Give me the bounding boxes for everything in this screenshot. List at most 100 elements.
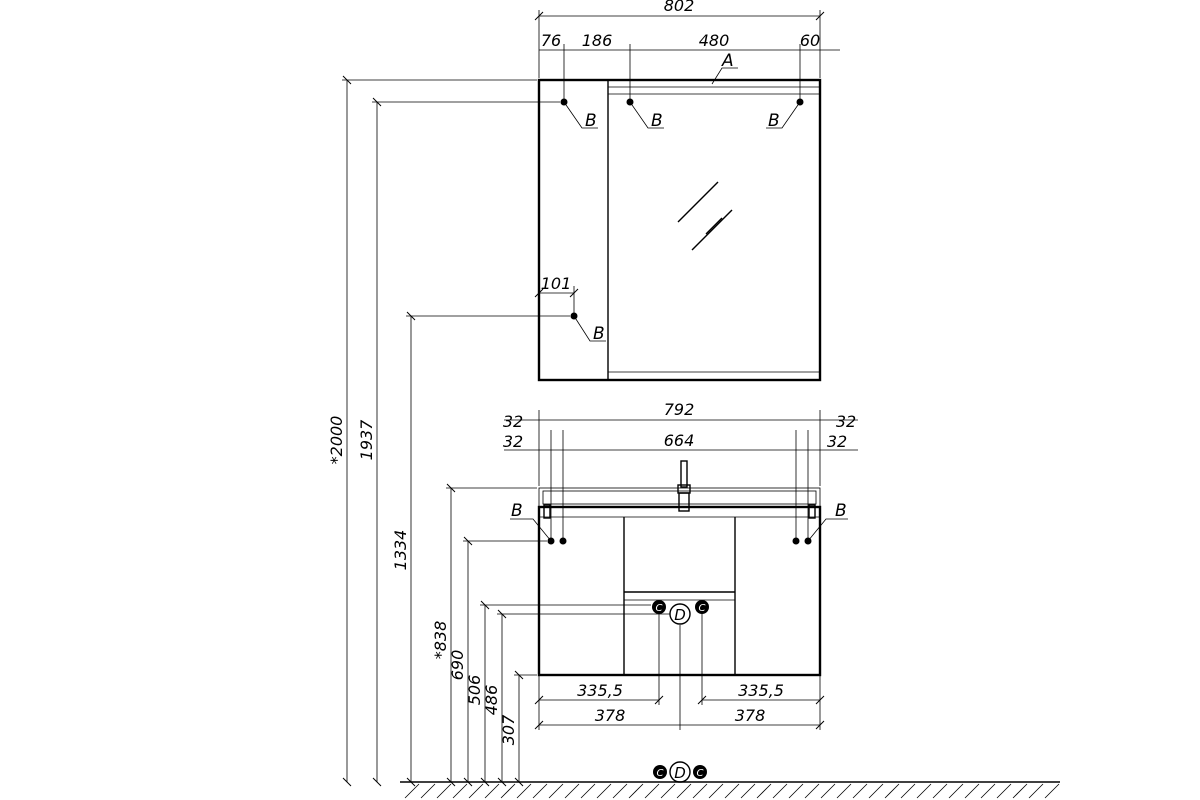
dim-2000: *2000 — [327, 416, 346, 465]
leader-b — [563, 101, 598, 129]
hatch-stroke — [820, 783, 836, 799]
hatch-stroke — [516, 783, 532, 799]
dim-690: 690 — [448, 650, 467, 681]
mirror-glare-1 — [677, 181, 719, 223]
dim-378: 378 — [735, 706, 766, 725]
mirror-glare-3 — [705, 217, 723, 235]
dim-792: 792 — [664, 400, 695, 419]
hatch-stroke — [452, 783, 468, 799]
hatch-stroke — [468, 783, 484, 799]
leader-b — [766, 101, 801, 129]
hatch-stroke — [980, 783, 996, 799]
svg-text:C: C — [656, 603, 663, 614]
label-b: B — [651, 111, 663, 131]
dim-60: 60 — [800, 31, 820, 50]
hatch-stroke — [628, 783, 644, 799]
dim-335-5: 335,5 — [577, 681, 623, 700]
hatch-stroke — [836, 783, 852, 799]
faucet-base — [678, 492, 690, 512]
hatch-stroke — [580, 783, 596, 799]
water-inlet-c: C — [652, 600, 666, 614]
leader-b — [629, 101, 664, 129]
faucet-body — [677, 484, 691, 494]
dim-186: 186 — [582, 31, 613, 50]
dim-32: 32 — [827, 432, 847, 451]
hatch-stroke — [660, 783, 676, 799]
hatch-stroke — [996, 783, 1012, 799]
floor-water-inlet-c: C — [693, 765, 707, 779]
dim-1937: 1937 — [357, 419, 376, 461]
hatch-stroke — [596, 783, 612, 799]
leader-b — [807, 518, 848, 542]
cabinet-outline — [537, 78, 822, 382]
cabinet-dimensions: 802 76 186 480 60 101 — [534, 0, 840, 314]
label-b: B — [768, 111, 780, 131]
water-inlet-c: C — [695, 600, 709, 614]
dim-802: 802 — [664, 0, 695, 15]
dim-378: 378 — [595, 706, 626, 725]
dim-32: 32 — [503, 432, 523, 451]
svg-text:C: C — [657, 768, 664, 779]
hatch-stroke — [420, 783, 436, 799]
dim-486: 486 — [482, 685, 501, 716]
dim-76: 76 — [541, 31, 561, 50]
label-a: A — [721, 51, 734, 71]
hatch-stroke — [884, 783, 900, 799]
hatch-stroke — [692, 783, 708, 799]
mirror-glare-2 — [691, 209, 733, 251]
label-b: B — [835, 501, 847, 521]
mount-point-b — [559, 537, 567, 545]
hatch-stroke — [772, 783, 788, 799]
dim-664: 664 — [664, 431, 695, 450]
hatch-stroke — [932, 783, 948, 799]
hatch-stroke — [644, 783, 660, 799]
dim-32: 32 — [836, 412, 856, 431]
hatch-stroke — [948, 783, 964, 799]
svg-text:D: D — [674, 764, 686, 782]
dim-307: 307 — [499, 714, 518, 745]
hatch-stroke — [868, 783, 884, 799]
dim-1334: 1334 — [391, 530, 410, 571]
vanity: B B C C D — [510, 460, 848, 677]
dim-335-5: 335,5 — [738, 681, 784, 700]
floor-water-inlet-c: C — [653, 765, 667, 779]
hatch-stroke — [1028, 783, 1044, 799]
hatch-stroke — [804, 783, 820, 799]
dim-32: 32 — [503, 412, 523, 431]
svg-text:D: D — [674, 606, 686, 624]
hatch-stroke — [612, 783, 628, 799]
vanity-outline — [537, 505, 822, 677]
svg-text:C: C — [697, 768, 704, 779]
height-dimensions: *2000 1937 1334 *838 690 506 486 307 — [327, 75, 670, 787]
floor-hatching — [404, 783, 1060, 799]
leader-b — [510, 518, 552, 542]
faucet-spout — [680, 460, 688, 488]
label-b: B — [593, 324, 605, 344]
bracket-left — [543, 504, 551, 519]
hatch-stroke — [964, 783, 980, 799]
vanity-dimensions: 792 32 32 664 32 32 335,5 335,5 378 378 — [503, 400, 858, 730]
hatch-stroke — [788, 783, 804, 799]
leader-b — [573, 315, 606, 342]
hatch-stroke — [484, 783, 500, 799]
floor: C D C — [400, 761, 1060, 799]
floor-drain-d: D — [669, 761, 691, 783]
dim-506: 506 — [465, 675, 484, 706]
dim-480: 480 — [699, 31, 730, 50]
drain-d: D — [669, 603, 691, 625]
hatch-stroke — [404, 783, 420, 799]
hatch-stroke — [708, 783, 724, 799]
dim-101: 101 — [541, 274, 572, 293]
hatch-stroke — [532, 783, 548, 799]
hatch-stroke — [676, 783, 692, 799]
svg-text:C: C — [699, 603, 706, 614]
hatch-stroke — [740, 783, 756, 799]
hatch-stroke — [852, 783, 868, 799]
hatch-stroke — [1044, 783, 1060, 799]
hatch-stroke — [548, 783, 564, 799]
hatch-stroke — [500, 783, 516, 799]
mirror-cabinet: B B B B A — [537, 51, 822, 382]
label-b: B — [511, 501, 523, 521]
hatch-stroke — [564, 783, 580, 799]
